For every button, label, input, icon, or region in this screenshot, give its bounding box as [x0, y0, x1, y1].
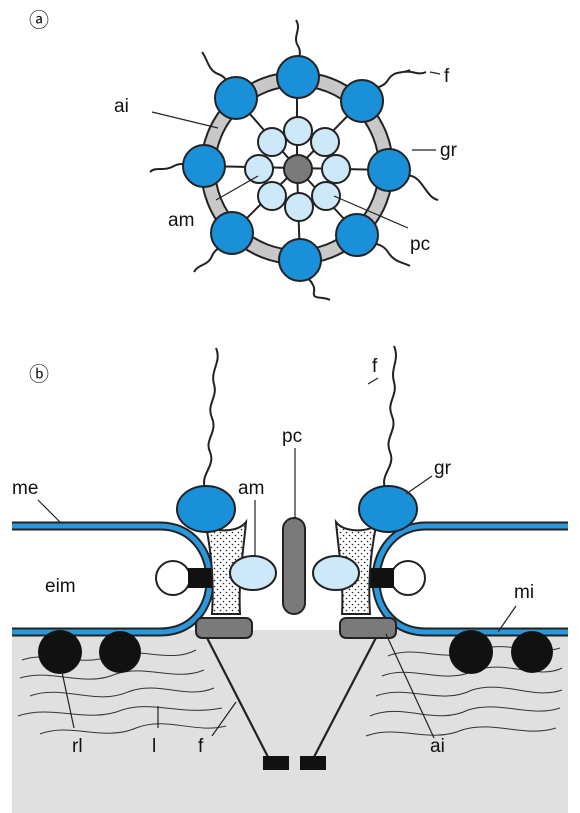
- left-am: [230, 556, 276, 590]
- label-f-top: f: [372, 356, 378, 377]
- label-gr-b: gr: [434, 458, 452, 479]
- label-f-bottom: f: [198, 736, 204, 757]
- label-am: am: [168, 210, 194, 231]
- left-fibril: [204, 348, 218, 488]
- label-me: me: [12, 478, 38, 499]
- label-l: l: [152, 736, 156, 757]
- label-ai-b: ai: [430, 736, 445, 757]
- left-pocket-bead: [156, 561, 190, 595]
- funnel-base-left: [263, 756, 289, 770]
- label-am-b: am: [238, 478, 264, 499]
- label-ai: ai: [114, 96, 129, 117]
- panel-a-marker: ⓐ: [29, 8, 49, 32]
- left-granule: [177, 486, 235, 532]
- label-eim: eim: [45, 576, 76, 597]
- label-f: f: [444, 66, 450, 87]
- right-am: [313, 556, 359, 590]
- label-pc: pc: [410, 234, 430, 255]
- central-core: [284, 155, 312, 183]
- label-rl: rl: [72, 736, 83, 757]
- right-fibril: [384, 346, 396, 488]
- label-pc-b: pc: [282, 426, 302, 447]
- left-ai-bar: [196, 618, 252, 638]
- panel-b-marker: ⓑ: [29, 362, 49, 386]
- label-gr: gr: [440, 140, 458, 161]
- panel-a: ⓐ: [29, 8, 458, 300]
- panel-b: ⓑ: [12, 346, 568, 813]
- right-pocket-bead: [391, 561, 425, 595]
- funnel-base-right: [300, 756, 326, 770]
- right-ai-bar: [340, 618, 396, 638]
- label-mi: mi: [514, 582, 534, 603]
- central-pc-rod: [283, 518, 305, 614]
